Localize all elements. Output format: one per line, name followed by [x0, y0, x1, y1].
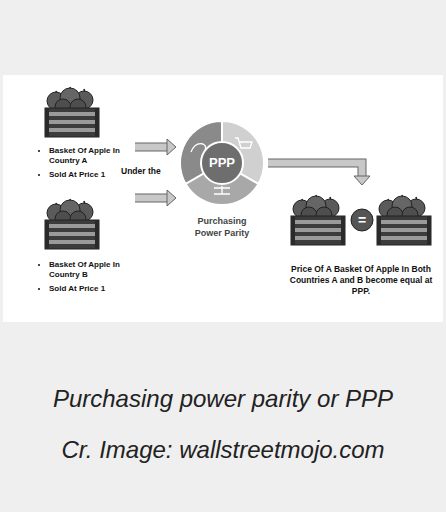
arrow-head	[167, 190, 176, 206]
basket-group: Basket Of Apple In Country A Sold At Pric…	[28, 82, 134, 182]
apple-basket-art	[377, 195, 431, 245]
apple-basket-art	[45, 87, 99, 137]
arrow-body	[135, 195, 168, 202]
apple-basket-art	[45, 199, 99, 249]
block-arrow	[268, 163, 370, 185]
arrow-body	[268, 163, 362, 177]
bullet-item: Basket Of Apple In Country A	[49, 146, 129, 166]
ppp-center-text: PPP	[177, 155, 267, 171]
apple-basket	[374, 192, 434, 247]
block-arrow	[135, 139, 176, 155]
caption: Purchasing power parity or PPP	[0, 385, 446, 414]
bullet-item: Sold At Price 1	[49, 284, 129, 294]
apple-basket	[42, 84, 102, 139]
arrow-head	[354, 176, 370, 185]
arrow-outline	[135, 143, 168, 152]
arrow-outline	[135, 194, 168, 203]
ppp-heading: Purchasing Power Parity	[187, 215, 257, 239]
bullet-text: Basket Of Apple In Country A	[49, 146, 120, 165]
apple-basket-art	[291, 195, 345, 245]
result-group: Price Of A Basket Of Apple In Both Count…	[282, 186, 440, 304]
ppp-circle: PPPPurchasing Power Parity	[177, 118, 267, 208]
apple-basket	[42, 196, 102, 251]
arrow-head	[167, 139, 176, 155]
block-arrow	[135, 190, 176, 206]
icon-scale	[214, 186, 230, 194]
bullet-list: Basket Of Apple In Country B Sold At Pric…	[35, 260, 129, 298]
bullet-text: Basket Of Apple In Country B	[49, 260, 120, 279]
apple-basket	[288, 192, 348, 247]
bullet-item: Basket Of Apple In Country B	[49, 260, 129, 280]
equal-circle	[351, 209, 373, 231]
equal-sign: =	[350, 212, 374, 229]
bullet-text: Sold At Price 1	[49, 284, 105, 293]
icon-cart	[235, 138, 252, 148]
bullet-item: Sold At Price 1	[49, 170, 129, 180]
arrow-body	[135, 144, 168, 151]
arrow-outline	[268, 163, 362, 177]
bullet-text: Sold At Price 1	[49, 170, 105, 179]
credit-line: Cr. Image: wallstreetmojo.com	[0, 436, 446, 465]
icon-arm	[191, 144, 206, 152]
basket-group: Basket Of Apple In Country B Sold At Pric…	[28, 192, 134, 304]
bullet-list: Basket Of Apple In Country A Sold At Pric…	[35, 146, 129, 184]
result-text: Price Of A Basket Of Apple In Both Count…	[286, 264, 436, 297]
note-label: Under the	[121, 166, 175, 176]
